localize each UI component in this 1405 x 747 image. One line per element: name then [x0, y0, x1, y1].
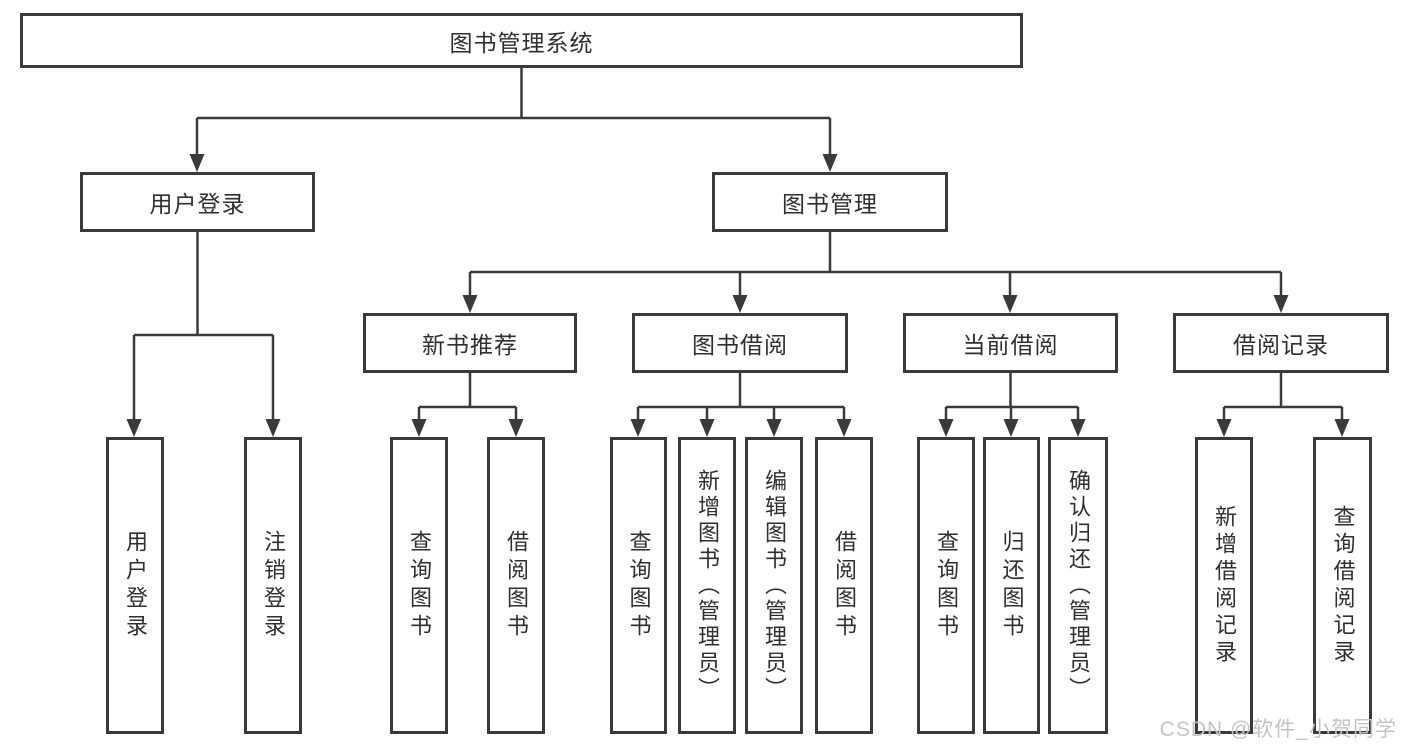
leaf-edit-books-admin: 编辑图书（管理员） — [745, 437, 803, 734]
leaf-query-books-recommend: 查询图书 — [390, 437, 448, 734]
leaf-confirm-return-admin: 确认归还（管理员） — [1048, 437, 1108, 734]
connector-lines — [132, 68, 1344, 421]
leaf-logout: 注销登录 — [244, 437, 302, 734]
leaf-add-borrow-record: 新增借阅记录 — [1195, 437, 1253, 734]
node-book-borrow: 图书借阅 — [632, 313, 848, 373]
leaf-query-borrow-record: 查询借阅记录 — [1313, 437, 1372, 734]
leaf-return-books: 归还图书 — [983, 437, 1040, 734]
node-user-login: 用户登录 — [80, 172, 315, 232]
node-borrow-records: 借阅记录 — [1173, 313, 1389, 373]
node-new-book-recommend: 新书推荐 — [363, 313, 577, 373]
leaf-user-login: 用户登录 — [106, 437, 164, 734]
leaf-query-books-current: 查询图书 — [917, 437, 975, 734]
leaf-add-books-admin: 新增图书（管理员） — [678, 437, 736, 734]
node-current-borrow: 当前借阅 — [903, 313, 1118, 373]
leaf-borrow-books-borrow: 借阅图书 — [815, 437, 873, 734]
csdn-watermark: CSDN @软件_小贺同学 — [1159, 718, 1397, 741]
leaf-borrow-books-recommend: 借阅图书 — [487, 437, 545, 734]
leaf-query-books-borrow: 查询图书 — [610, 437, 667, 734]
connector-arrowheads — [126, 154, 1350, 437]
node-library-management-system: 图书管理系统 — [20, 13, 1023, 68]
node-book-management: 图书管理 — [712, 172, 948, 232]
